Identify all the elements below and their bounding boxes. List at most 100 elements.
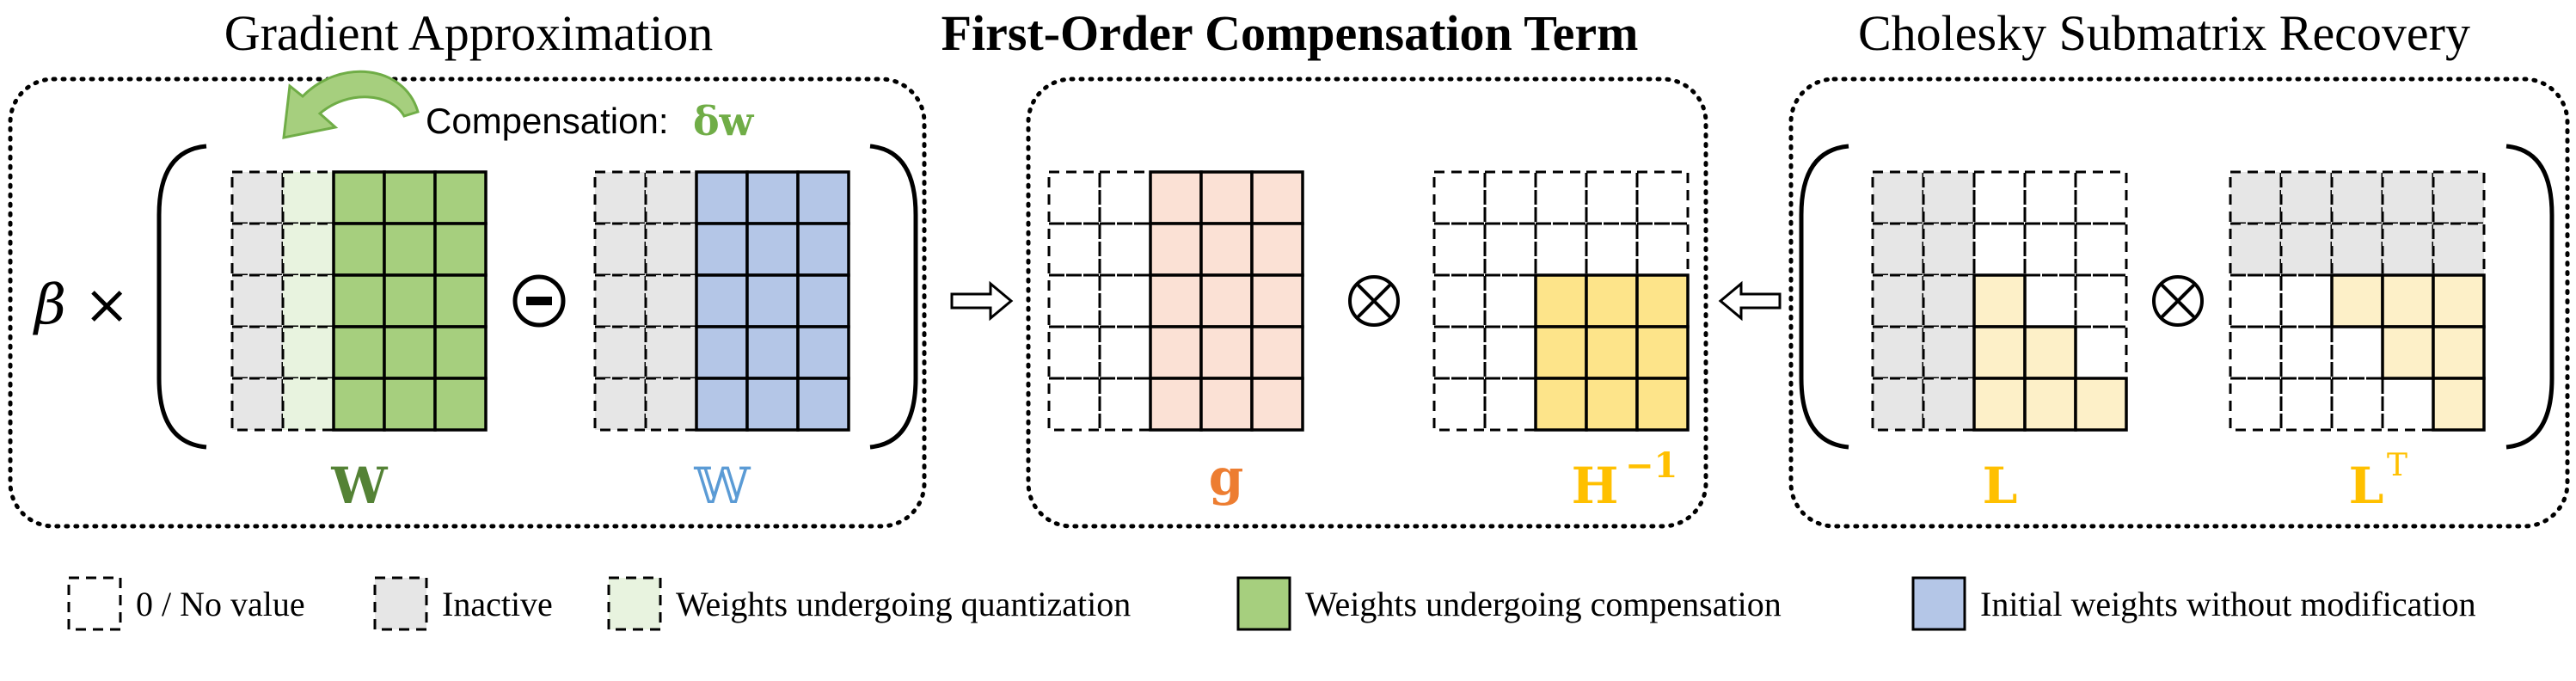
minus-operator-icon <box>512 274 566 328</box>
w0-cell <box>644 170 698 225</box>
w-cell <box>332 325 386 380</box>
lt-cell <box>2381 377 2435 432</box>
l-cell <box>2023 170 2077 225</box>
hinv-cell <box>1534 377 1588 432</box>
l-cell <box>2023 273 2077 328</box>
lt-cell <box>2381 325 2435 380</box>
hinv-cell <box>1534 325 1588 380</box>
lt-cell <box>2330 170 2384 225</box>
matrix-h-superscript: −1 <box>1625 445 1677 486</box>
legend-swatch-init <box>1911 576 1966 631</box>
g-cell <box>1047 170 1101 225</box>
g-cell <box>1047 377 1101 432</box>
g-cell <box>1047 273 1101 328</box>
hinv-cell <box>1432 325 1487 380</box>
left-arrow-icon <box>1718 280 1782 322</box>
hinv-cell <box>1534 273 1588 328</box>
legend-swatch-empty <box>67 576 122 631</box>
lt-cell <box>2279 222 2334 277</box>
lt-cell <box>2279 170 2334 225</box>
g-cell <box>1149 325 1203 380</box>
lt-cell <box>2279 325 2334 380</box>
w0-cell <box>695 273 749 328</box>
matrix-w-initial-label: 𝕎 <box>693 457 751 515</box>
right-close-bracket <box>2505 144 2555 450</box>
hinv-cell <box>1635 273 1690 328</box>
g-cell <box>1199 273 1254 328</box>
g-cell <box>1047 325 1101 380</box>
g-cell <box>1199 222 1254 277</box>
hinv-cell <box>1635 377 1690 432</box>
matrix-lt-superscript: T <box>2387 448 2407 483</box>
l-cell <box>1972 222 2027 277</box>
hinv-cell <box>1635 222 1690 277</box>
legend-swatch-comp <box>1236 576 1291 631</box>
hinv-cell <box>1585 222 1639 277</box>
w0-cell <box>796 377 850 432</box>
w-cell <box>281 377 335 432</box>
hinv-cell <box>1534 222 1588 277</box>
minus-bar <box>526 297 552 305</box>
hinv-cell <box>1483 222 1537 277</box>
hinv-cell <box>1483 273 1537 328</box>
hinv-cell <box>1585 273 1639 328</box>
w-cell <box>433 377 488 432</box>
w0-cell <box>745 325 800 380</box>
compensation-arrow-icon <box>282 70 420 139</box>
matrix-lt-label: L <box>2349 457 2384 515</box>
hinv-cell <box>1483 377 1537 432</box>
matrix-l <box>1871 170 2128 432</box>
w-cell <box>433 222 488 277</box>
lt-cell <box>2229 377 2283 432</box>
l-cell <box>2074 170 2128 225</box>
right-arrow-icon <box>950 280 1014 322</box>
lt-cell <box>2330 273 2384 328</box>
otimes-icon-right <box>2152 275 2204 327</box>
right-section-box <box>1788 77 2570 529</box>
l-cell <box>1922 222 1976 277</box>
w-cell <box>332 377 386 432</box>
w-cell <box>383 325 437 380</box>
lt-cell <box>2279 273 2334 328</box>
hinv-cell <box>1585 170 1639 225</box>
w-cell <box>383 377 437 432</box>
hinv-cell <box>1432 273 1487 328</box>
l-cell <box>2023 325 2077 380</box>
hinv-cell <box>1585 325 1639 380</box>
l-cell <box>1972 273 2027 328</box>
lt-cell <box>2432 222 2486 277</box>
w0-cell <box>796 170 850 225</box>
l-cell <box>1871 222 1925 277</box>
hinv-cell <box>1483 325 1537 380</box>
left-open-bracket <box>156 144 207 450</box>
legend-swatch-quant <box>607 576 662 631</box>
beta-multiplier: β × <box>33 273 130 337</box>
g-cell <box>1199 377 1254 432</box>
matrix-w-label: W <box>330 457 388 515</box>
compensation-symbol: δw <box>693 98 755 144</box>
legend-label-comp: Weights undergoing compensation <box>1305 585 1782 623</box>
w0-cell <box>745 170 800 225</box>
g-cell <box>1250 325 1304 380</box>
g-cell <box>1149 222 1203 277</box>
w0-cell <box>796 325 850 380</box>
w-cell <box>230 222 285 277</box>
w0-cell <box>695 170 749 225</box>
g-cell <box>1149 273 1203 328</box>
lt-cell <box>2381 273 2435 328</box>
matrix-w <box>230 170 488 432</box>
hinv-cell <box>1635 325 1690 380</box>
g-cell <box>1098 273 1152 328</box>
l-cell <box>1972 325 2027 380</box>
hinv-cell <box>1635 170 1690 225</box>
otimes-icon-middle <box>1348 275 1400 327</box>
matrix-l-transpose <box>2229 170 2486 432</box>
w0-cell <box>695 222 749 277</box>
w0-cell <box>644 325 698 380</box>
matrix-l-label: L <box>1983 457 2018 515</box>
l-cell <box>2074 273 2128 328</box>
middle-section-box <box>1026 77 1708 529</box>
lt-cell <box>2229 222 2283 277</box>
g-cell <box>1250 377 1304 432</box>
